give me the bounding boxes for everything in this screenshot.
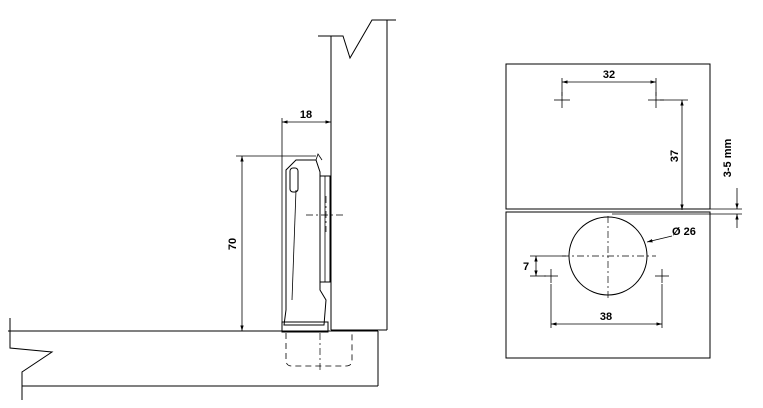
door-rect [505,211,711,359]
cabinet-frame-rect [505,63,711,210]
mounting-holes-top [554,92,664,108]
dimension-18: 18 [281,109,331,322]
dimension-37: 37 [660,99,688,210]
dim-bottom-spacing-label: 38 [600,311,612,323]
hinge-cup-hidden [285,333,353,370]
cup-hole [562,216,656,300]
dimension-gap: 3-5 mm [612,139,742,228]
dimension-32: 32 [561,69,657,96]
dim-height-label: 70 [227,238,239,250]
dim-offset-label: 18 [300,109,312,121]
dimension-7: 7 [523,255,566,277]
hinge-body [281,153,346,333]
door-panel [8,318,379,400]
dimension-diameter: Ø 26 [646,226,696,243]
dim-vertical-label: 37 [669,150,681,162]
side-view: 18 70 [8,19,396,400]
dimension-38: 38 [550,284,663,328]
dimension-70: 70 [227,155,316,331]
cabinet-side-panel [318,19,396,331]
dim-small-offset-label: 7 [523,261,529,273]
dim-diameter-label: Ø 26 [672,226,696,238]
plan-view: 32 37 3-5 mm Ø 26 [505,63,742,359]
dim-gap-label: 3-5 mm [722,139,734,178]
dim-top-spacing-label: 32 [603,69,615,81]
mounting-holes-bottom [544,269,669,283]
